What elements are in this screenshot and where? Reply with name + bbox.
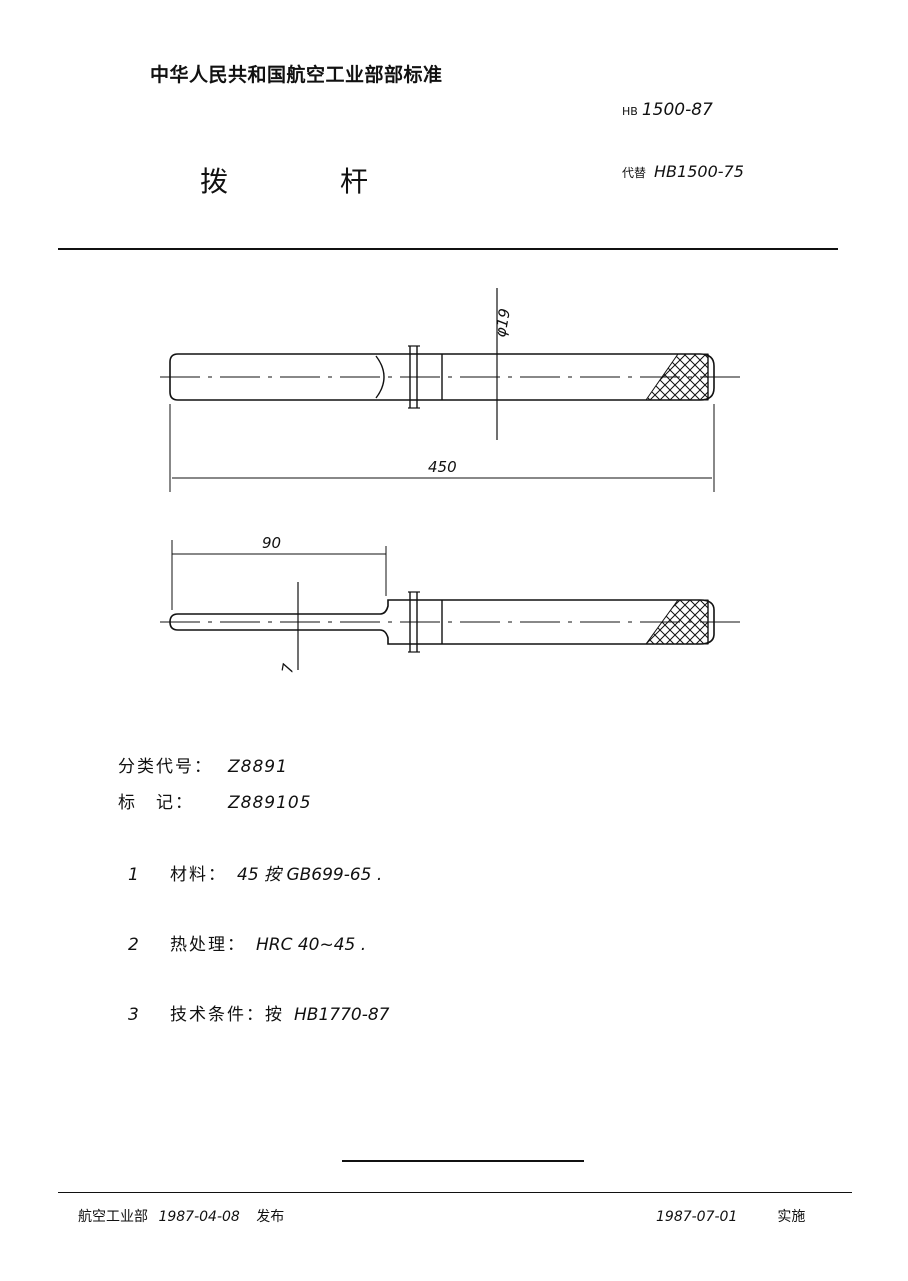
issuer: 航空工业部 <box>78 1209 148 1225</box>
footer-effective: 1987-07-01 实施 <box>656 1206 805 1226</box>
header-rule <box>58 248 838 250</box>
note-value: HRC 40~45 . <box>256 935 367 955</box>
marking-value: Z889105 <box>228 793 312 813</box>
note-value: HB1770-87 <box>294 1005 390 1025</box>
title-char-2: 杆 <box>340 165 369 198</box>
end-rule <box>342 1160 584 1162</box>
note-text: 技术条件：按 <box>170 1005 284 1025</box>
note-technical-conditions: 3 技术条件：按 HB1770-87 <box>128 1000 389 1025</box>
classification-code-value: Z8891 <box>228 757 288 777</box>
standard-prefix: HB <box>622 105 638 118</box>
technical-drawing: φ19 450 90 7 <box>160 288 742 675</box>
note-text: 材料： <box>170 865 227 885</box>
marking: 标 记： Z889105 <box>118 788 312 813</box>
standard-organization: 中华人民共和国航空工业部部标准 <box>150 64 443 86</box>
issue-date: 1987-04-08 <box>158 1209 240 1225</box>
note-number: 3 <box>128 1005 139 1025</box>
supersedes: 代替 HB1500-75 <box>622 162 744 181</box>
diameter-dimension: φ19 <box>491 307 514 339</box>
note-number: 1 <box>128 865 139 885</box>
note-number: 2 <box>128 935 139 955</box>
supersede-label: 代替 <box>622 166 647 180</box>
effective-word: 实施 <box>777 1209 806 1225</box>
issue-word: 发布 <box>256 1209 285 1225</box>
classification-code: 分类代号： Z8891 <box>118 752 288 777</box>
marking-label: 标 记： <box>118 793 194 813</box>
note-value: 45 按 GB699-65 . <box>237 865 383 885</box>
title-char-1: 拨 <box>200 165 229 198</box>
note-text: 热处理： <box>170 935 246 955</box>
note-heat-treatment: 2 热处理： HRC 40~45 . <box>128 930 366 955</box>
footer-issue: 航空工业部 1987-04-08 发布 <box>78 1206 284 1226</box>
flat-length-dimension: 90 <box>262 534 281 552</box>
thickness-dimension: 7 <box>278 662 297 675</box>
side-view <box>160 540 742 670</box>
note-material: 1 材料： 45 按 GB699-65 . <box>128 860 382 885</box>
length-dimension: 450 <box>428 458 457 476</box>
classification-code-label: 分类代号： <box>118 757 213 777</box>
supersede-number: HB1500-75 <box>654 162 744 181</box>
top-view <box>160 288 742 492</box>
effective-date: 1987-07-01 <box>656 1209 738 1225</box>
standard-number-value: 1500-87 <box>641 100 713 120</box>
footer-rule <box>58 1192 852 1193</box>
